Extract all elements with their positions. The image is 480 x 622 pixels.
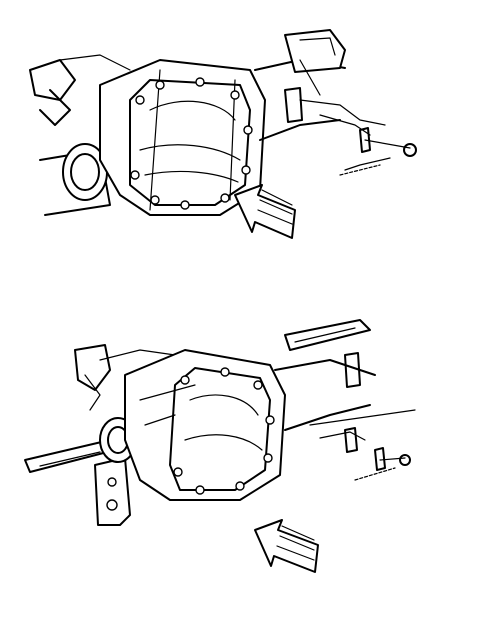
direction-arrow-icon <box>254 519 319 573</box>
bolt-icon <box>263 453 273 463</box>
differential-housing <box>124 349 286 501</box>
bolt-icon <box>180 200 190 210</box>
bolt-icon <box>155 80 165 90</box>
bolt-icon <box>230 90 240 100</box>
fitting-icon <box>403 143 417 157</box>
fitting-icon <box>399 454 411 466</box>
bolt-icon <box>235 481 245 491</box>
bolt-icon <box>241 165 251 175</box>
bolt-icon <box>220 367 230 377</box>
spring-mount-left <box>29 54 131 126</box>
bolt-icon <box>106 499 118 511</box>
bolt-icon <box>253 380 263 390</box>
direction-arrow-icon <box>234 184 296 239</box>
panel-top-axle-view <box>0 0 480 300</box>
bolt-icon <box>173 467 183 477</box>
differential-housing <box>99 59 266 216</box>
panel-bottom-axle-view <box>0 300 480 622</box>
bolt-icon <box>243 125 253 135</box>
bolt-icon <box>130 170 140 180</box>
axle-tube-right <box>274 352 376 431</box>
vent-bracket-assembly <box>309 409 416 481</box>
bolt-icon <box>265 415 275 425</box>
top-axle-drawing <box>29 29 417 239</box>
bolt-icon <box>220 193 230 203</box>
upper-mount-left <box>74 344 176 411</box>
bolt-icon <box>150 195 160 205</box>
cover-bolts <box>130 77 253 210</box>
bolt-icon <box>180 375 190 385</box>
axle-tube-right <box>254 29 346 141</box>
bolt-icon <box>195 485 205 495</box>
cover-bolts <box>173 367 275 495</box>
bolt-icon <box>195 77 205 87</box>
vent-bracket-assembly <box>284 87 417 176</box>
bolt-icon <box>135 95 145 105</box>
bottom-axle-drawing <box>24 319 416 573</box>
bolt-icon <box>107 477 117 487</box>
